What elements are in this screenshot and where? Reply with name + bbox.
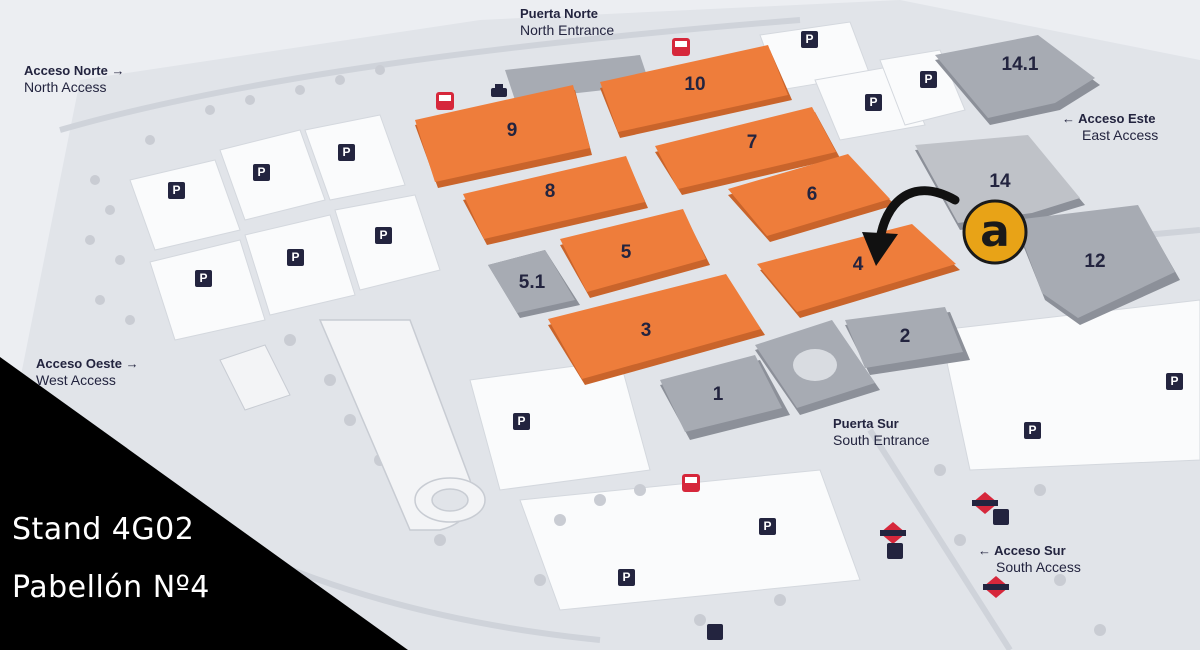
parking-icon: P [865,94,882,111]
west-access-subtitle: West Access [36,372,116,388]
north-gate-subtitle: North Entrance [520,22,615,38]
east-access-subtitle: East Access [1082,127,1159,143]
parking-icon: P [338,144,355,161]
west-access-label: Acceso Oeste → West Access [36,356,139,388]
pavilion-label: 7 [747,132,758,153]
pavilion-12[interactable]: 12 [1015,205,1180,325]
east-access-label: ← Acceso Este East Access [1062,111,1158,143]
pavilion-9[interactable]: 9 [415,85,592,188]
pavilion-label: 3 [641,320,652,341]
pavilion-label: 12 [1084,251,1105,272]
pavilions: 5.1 1 2 14.1 14 [415,35,1180,440]
arrow-left-icon: ← [978,543,991,558]
stand-number: Stand 4G02 [12,512,195,547]
pavilion-label: 6 [807,184,818,205]
south-gate-title: Puerta Sur [833,416,899,431]
pavilion-8[interactable]: 7 [655,107,840,195]
south-gate-subtitle: South Entrance [833,432,930,448]
taxi-icon [491,84,507,97]
pavilion-label: 14 [989,171,1011,192]
pavilion-label: 14.1 [1002,54,1039,75]
parking-icon: P [801,31,818,48]
pavilion-label: 1 [713,384,724,405]
east-access-title: Acceso Este [1078,111,1156,126]
pavilion-5-1[interactable]: 5.1 [488,250,580,318]
north-access-subtitle: North Access [24,79,107,95]
parking-icon: P [375,227,392,244]
pavilion-number: Pabellón Nº4 [12,570,210,605]
parking-icon: P [1166,373,1183,390]
central-hub [755,320,880,415]
pavilion-5[interactable]: 5 [560,209,710,298]
pavilion-7[interactable]: 8 [463,156,648,245]
south-gate-label: Puerta Sur South Entrance [833,416,930,448]
pavilion-3[interactable]: 3 [548,274,765,385]
parking-lots [129,21,1200,611]
arrow-right-icon: → [111,63,125,78]
parking-icon: P [759,518,776,535]
south-access-title: Acceso Sur [994,543,1066,558]
pavilion-10[interactable]: 10 [600,45,792,138]
pavilion-2[interactable]: 2 [845,307,970,375]
pavilion-6[interactable]: 6 [728,154,895,242]
pavilion-1[interactable]: 1 [660,355,790,440]
pavilion-14[interactable]: 14 [915,135,1085,230]
pavilion-label: 10 [684,74,705,95]
metro-icon [880,492,1009,598]
arrow-left-icon: ← [1062,111,1075,126]
south-access-label: ← Acceso Sur South Access [978,543,1081,575]
parking-icon: P [1024,422,1041,439]
pavilion-label: 4 [853,254,864,275]
parking-icon: P [168,182,185,199]
north-gate-title: Puerta Norte [520,6,599,21]
pavilion-label: 5.1 [519,272,546,293]
arrow-icon [862,186,960,266]
pavilion-label: 5 [621,242,632,263]
parking-icon: P [253,164,270,181]
pavilion-4[interactable]: 4 [757,224,960,318]
pavilion-label: 9 [507,120,518,141]
logo-icon: a [962,199,1028,265]
parking-icon: P [195,270,212,287]
bus-stop-icon [707,509,1009,640]
pavilion-label: 8 [545,181,556,202]
parking-icon: P [287,249,304,266]
pavilion-14-1[interactable]: 14.1 [935,35,1100,125]
svg-text:a: a [980,206,1010,257]
west-access-title: Acceso Oeste [36,356,122,371]
north-gate-label: Puerta Norte North Entrance [520,6,614,38]
north-access-title: Acceso Norte [24,63,108,78]
trees [85,65,1106,636]
parking-icon: P [618,569,635,586]
south-access-subtitle: South Access [996,559,1081,575]
north-access-label: Acceso Norte → North Access [24,63,124,95]
arrow-right-icon: → [125,356,139,371]
bus-icon-white [439,41,697,483]
pavilion-label: 2 [900,326,911,347]
parking-icon: P [920,71,937,88]
parking-icon: P [513,413,530,430]
